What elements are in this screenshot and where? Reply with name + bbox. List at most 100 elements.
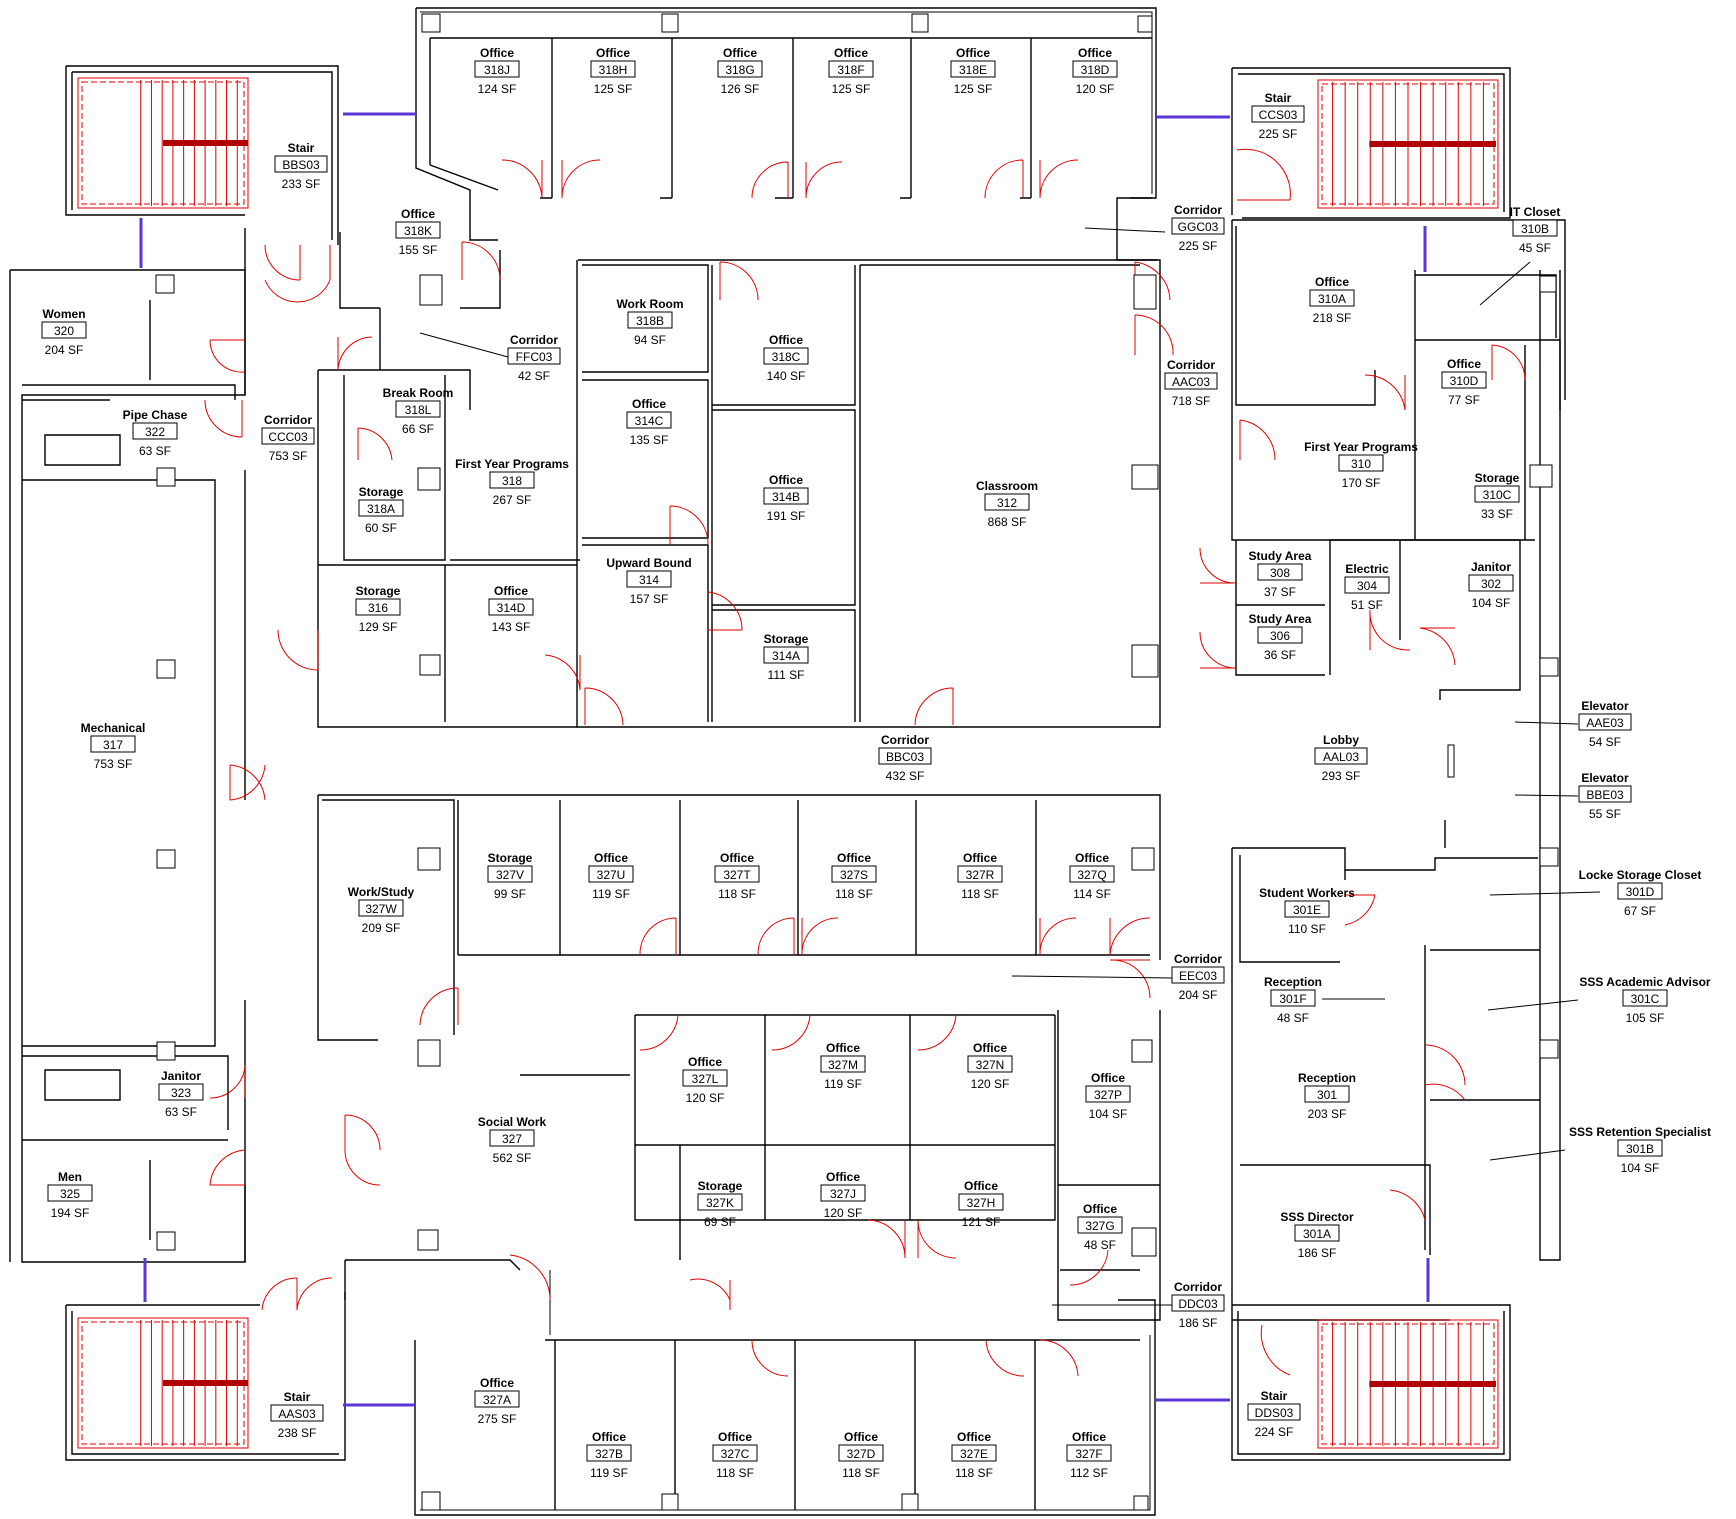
- room-name: Office: [956, 46, 990, 60]
- room-number: 318E: [959, 63, 987, 77]
- room-name: Pipe Chase: [123, 408, 188, 422]
- room-name: Corridor: [510, 333, 558, 347]
- room-area: 186 SF: [1179, 1316, 1218, 1330]
- room-number-box: [1338, 454, 1384, 472]
- room-number-box: [358, 499, 404, 517]
- room-name: Storage: [359, 485, 404, 499]
- room-area: 233 SF: [282, 177, 321, 191]
- room-name: Office: [494, 584, 528, 598]
- room-name: Office: [1078, 46, 1112, 60]
- room-area: 170 SF: [1342, 476, 1381, 490]
- room-number: 327U: [597, 868, 626, 882]
- room-number: 320: [54, 324, 74, 338]
- room-name: Office: [1447, 357, 1481, 371]
- room-name: Office: [826, 1170, 860, 1184]
- room-name: Office: [1075, 851, 1109, 865]
- room-area: 118 SF: [961, 887, 999, 901]
- room-name: Office: [688, 1055, 722, 1069]
- room-area: 60 SF: [365, 521, 397, 535]
- room-number: DDS03: [1255, 1406, 1294, 1420]
- room-number-box: [838, 1444, 884, 1462]
- room-number-box: [261, 427, 315, 445]
- room-number: 318D: [1081, 63, 1110, 77]
- room-name: Office: [769, 473, 803, 487]
- room-number-box: [627, 311, 673, 329]
- room-number: 327V: [496, 868, 524, 882]
- room-area: 94 SF: [634, 333, 666, 347]
- room-number-box: [626, 570, 672, 588]
- room-name: Study Area: [1249, 612, 1312, 626]
- room-area: 120 SF: [686, 1091, 725, 1105]
- room-number-box: [487, 865, 533, 883]
- room-number-box: [586, 1444, 632, 1462]
- room-area: 218 SF: [1313, 311, 1352, 325]
- room-number: AAS03: [278, 1407, 316, 1421]
- room-area: 54 SF: [1589, 735, 1621, 749]
- room-number: CCS03: [1259, 108, 1298, 122]
- room-number: 314A: [772, 649, 800, 663]
- room-name: Women: [42, 307, 85, 321]
- room-name: Office: [1091, 1071, 1125, 1085]
- room-number-box: [626, 411, 672, 429]
- room-number-box: [41, 321, 87, 339]
- room-number-box: [984, 493, 1030, 511]
- room-name: Storage: [1475, 471, 1520, 485]
- room-number-box: [590, 60, 636, 78]
- room-area: 238 SF: [278, 1426, 317, 1440]
- room-number: 308: [1270, 566, 1290, 580]
- room-number: 318B: [636, 314, 664, 328]
- room-number-box: [1077, 1216, 1123, 1234]
- room-name: Corridor: [264, 413, 312, 427]
- room-number-box: [967, 1055, 1013, 1073]
- room-number-box: [828, 60, 874, 78]
- room-area: 267 SF: [493, 493, 532, 507]
- room-number: AAC03: [1172, 375, 1210, 389]
- room-name: Office: [834, 46, 868, 60]
- room-number-box: [1617, 882, 1663, 900]
- room-number: 325: [60, 1187, 80, 1201]
- room-name: SSS Retention Specialist: [1569, 1125, 1711, 1139]
- room-number: 327K: [706, 1196, 734, 1210]
- room-name: Elevator: [1581, 699, 1629, 713]
- room-name: Office: [826, 1041, 860, 1055]
- room-name: Office: [973, 1041, 1007, 1055]
- room-name: Storage: [698, 1179, 743, 1193]
- doors: [204, 148, 1526, 1377]
- room-area: 104 SF: [1472, 596, 1511, 610]
- room-number: 327Q: [1077, 868, 1106, 882]
- room-number: CCC03: [268, 430, 308, 444]
- room-number-box: [1085, 1085, 1131, 1103]
- room-number-box: [474, 60, 520, 78]
- room-name: First Year Programs: [1304, 440, 1418, 454]
- room-number-box: [763, 347, 809, 365]
- room-area: 33 SF: [1481, 507, 1513, 521]
